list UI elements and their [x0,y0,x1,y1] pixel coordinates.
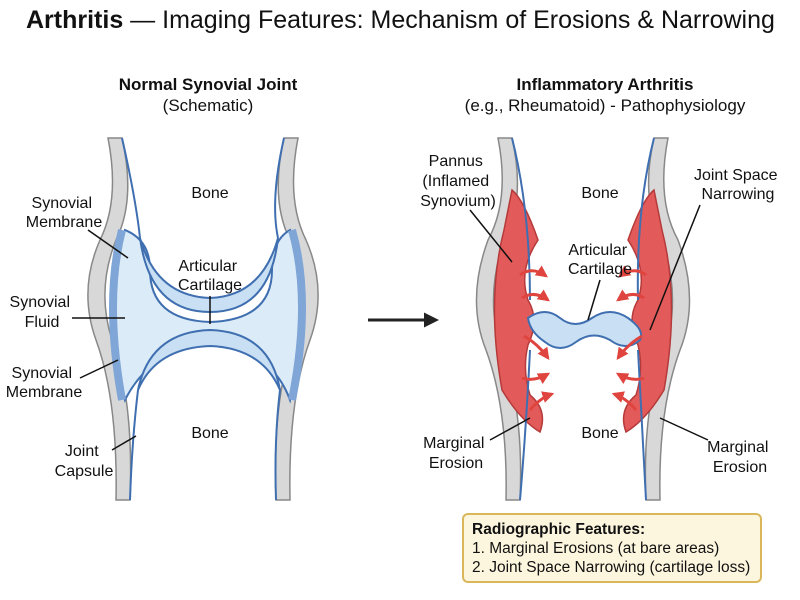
leader-line [469,209,513,263]
normal-panel-title: Normal Synovial Joint (Schematic) [78,74,338,116]
bone-bottom-outline-right [274,389,281,501]
bone-top-outline [121,137,141,239]
feature-item: 1. Marginal Erosions (at bare areas) [472,540,720,557]
marginal-erosion-left-label: Marginal Erosion [423,435,489,472]
bone-bottom-label: Bone [581,425,618,442]
leader-line [649,204,701,331]
inflamed-joint: Bone Bone Pannus (Inflamed Synovium) Joi… [420,137,782,501]
erosion-arrows [519,265,647,411]
inflamed-panel-title: Inflammatory Arthritis (e.g., Rheumatoid… [440,74,770,116]
bone-top-outline-right [274,137,285,239]
radiographic-features-box: Radiographic Features: 1. Marginal Erosi… [462,513,762,583]
leader-line [79,359,119,379]
joint-capsule-label: Joint Capsule [55,443,114,480]
bone-top-outline-right [636,137,655,301]
bone-bottom-outline [129,389,139,501]
synovial-membrane-bottom-label: Synovial Membrane [6,365,83,401]
leader-line [659,417,709,441]
pannus-label: Pannus (Inflamed Synovium) [420,153,496,210]
articular-cartilage-label: Articular Cartilage [568,242,632,278]
bone-top-label: Bone [191,185,228,202]
articular-cartilage-label: Articular Cartilage [178,258,242,294]
articular-cartilage-bottom [137,328,281,391]
leader-line [587,279,601,321]
inflamed-subtitle: (e.g., Rheumatoid) - Pathophysiology [464,96,746,115]
normal-subtitle: (Schematic) [162,96,254,115]
synovial-membrane-top-label: Synovial Membrane [26,195,103,231]
leader-line [111,435,137,451]
marginal-erosion-right-label: Marginal Erosion [707,439,773,476]
thinned-cartilage [526,311,643,349]
features-heading: Radiographic Features: [472,521,646,538]
bone-bottom-label: Bone [191,425,228,442]
joint-space-narrowing-label: Joint Space Narrowing [694,167,782,203]
bone-top-label: Bone [581,185,618,202]
bone-top-outline [511,137,531,301]
articular-cartilage-top [139,237,279,314]
synovial-membrane-right [288,228,306,401]
leader-line [489,417,531,441]
normal-joint: Bone Bone Synovial Membrane Articular Ca… [6,137,319,501]
normal-title: Normal Synovial Joint [118,75,298,94]
synovial-membrane-left [109,229,126,401]
leader-line [87,229,129,259]
inflamed-title: Inflammatory Arthritis [516,75,694,94]
feature-item: 2. Joint Space Narrowing (cartilage loss… [472,559,751,576]
synovial-fluid-label: Synovial Fluid [10,294,75,331]
bone-bottom-outline-right [637,349,647,501]
page-title: Arthritis — Imaging Features: Mechanism … [26,6,775,34]
bone-bottom-outline [519,349,531,501]
